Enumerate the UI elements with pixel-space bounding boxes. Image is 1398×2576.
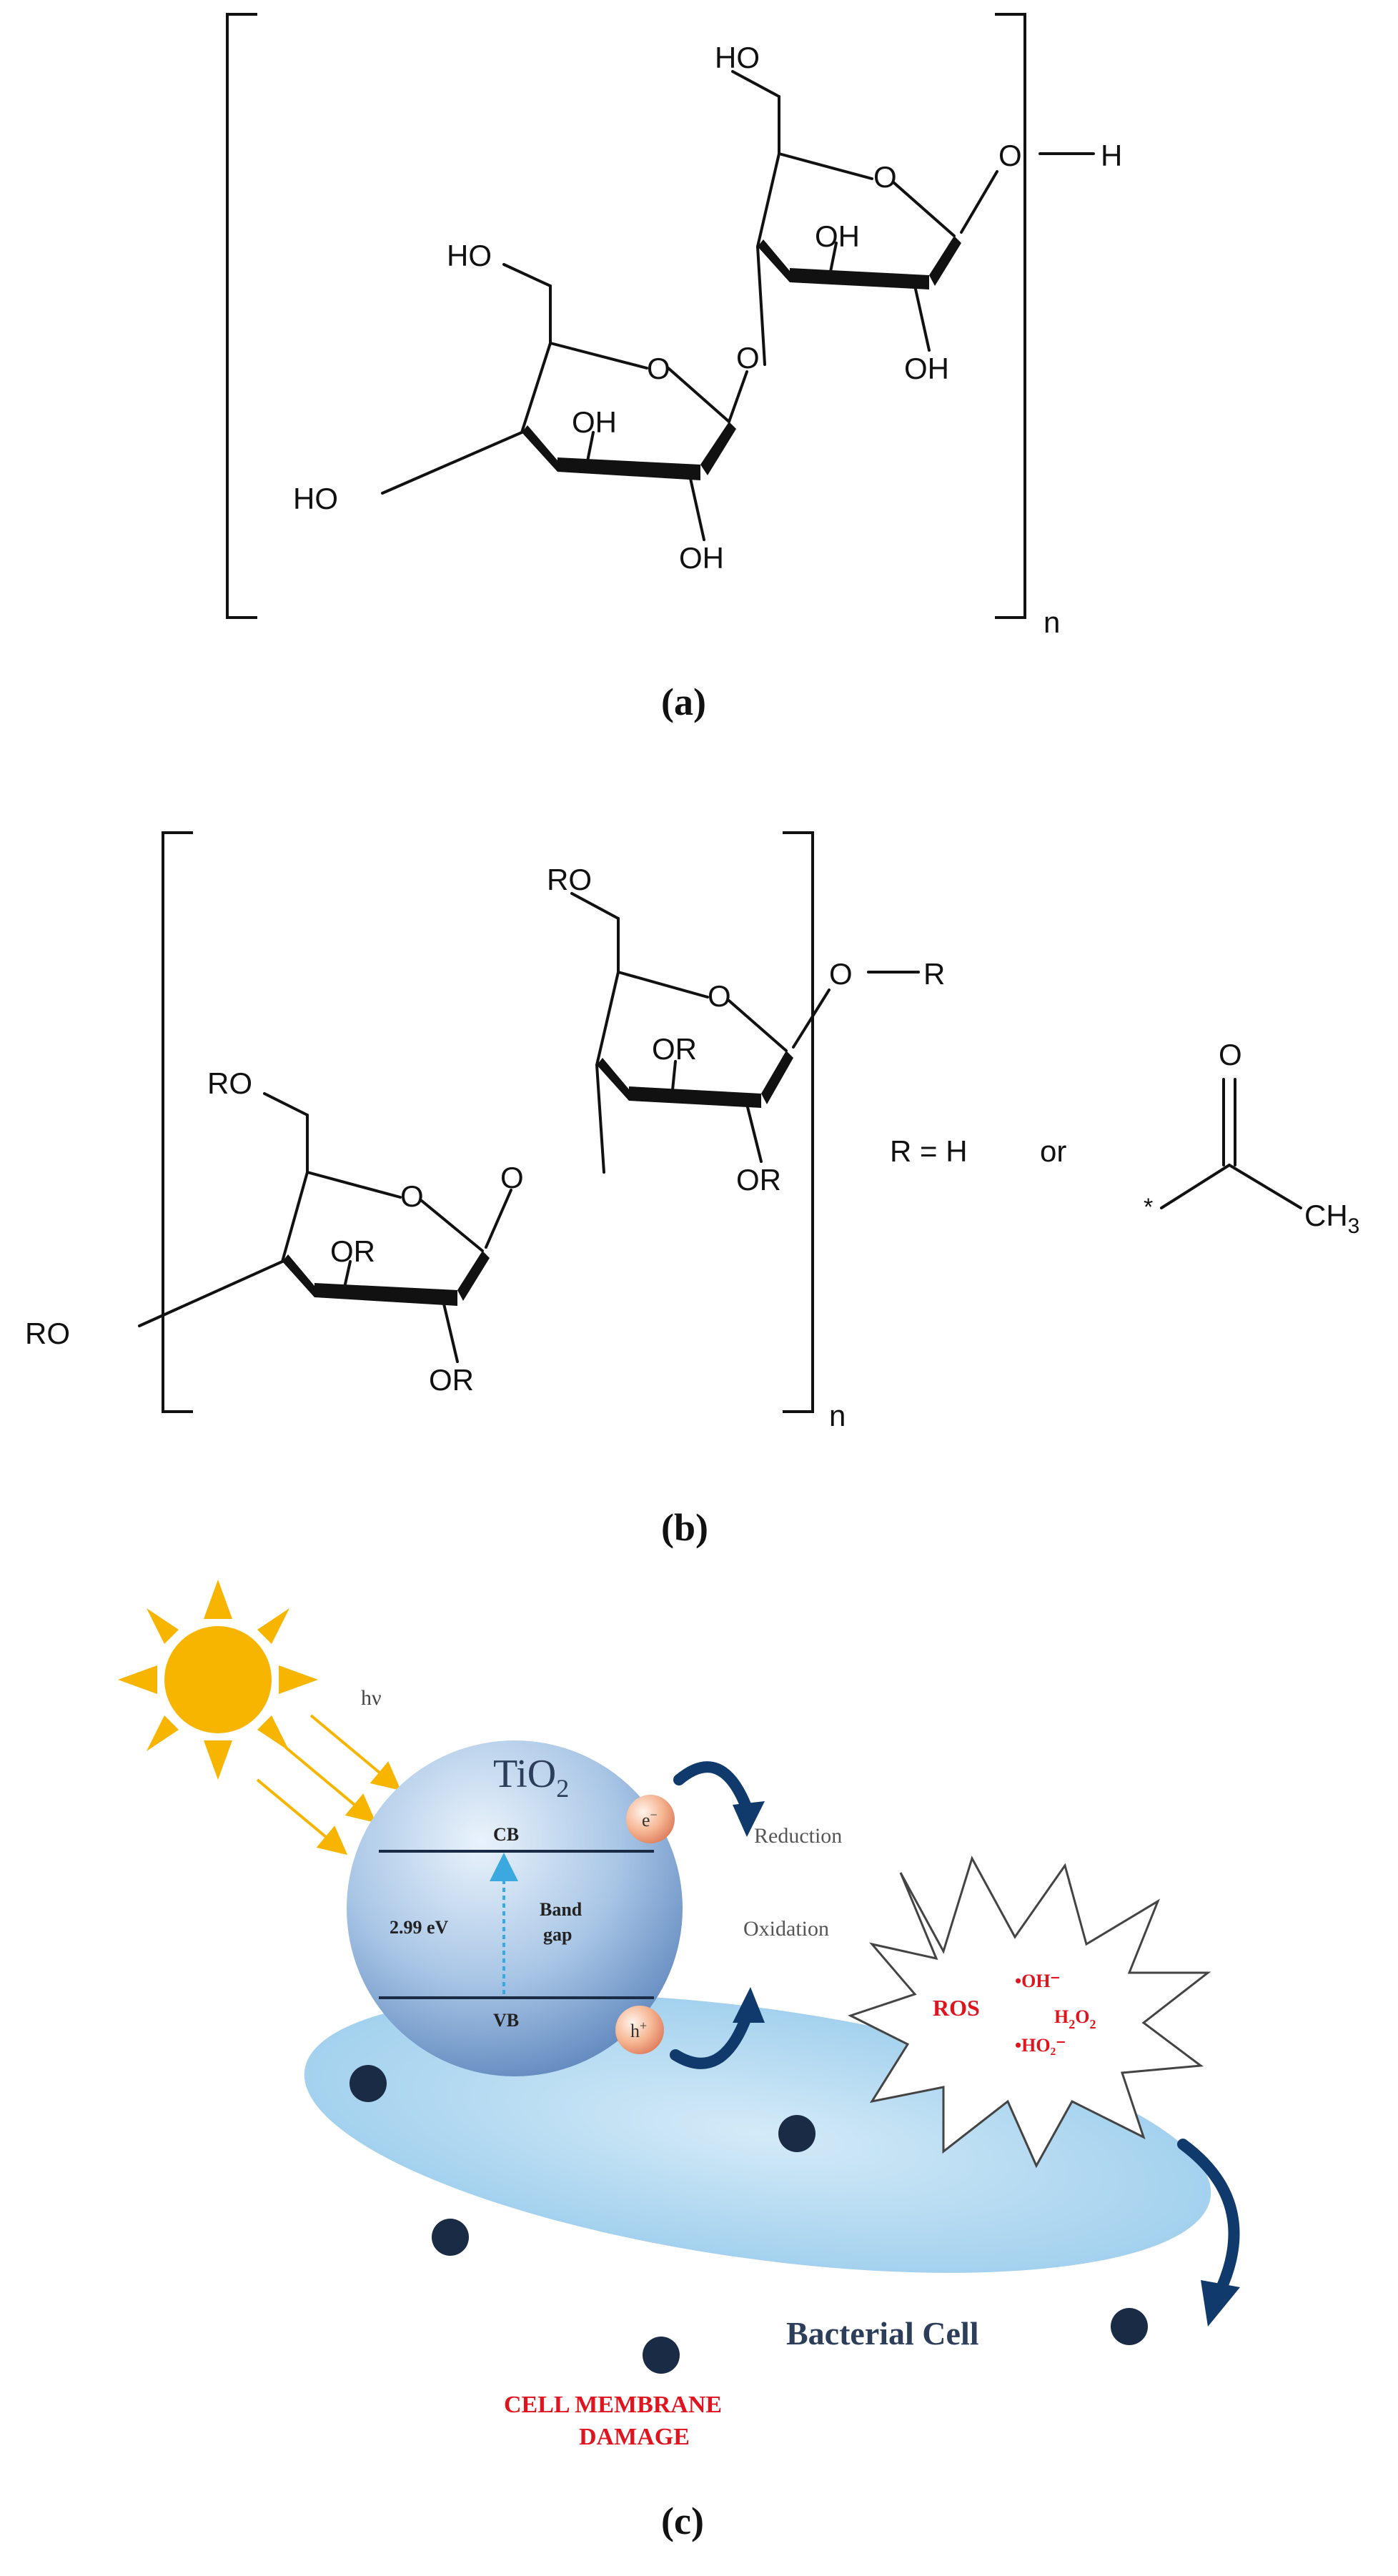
label-hole: h+: [630, 2018, 647, 2041]
tio2-particle: [347, 1740, 683, 2076]
label-band: Band: [540, 1899, 582, 1920]
acetyl-group: [1160, 1078, 1302, 1209]
top-ring-b: [570, 892, 920, 1174]
electron-particle: [626, 1795, 675, 1843]
label-o-link-b: O: [829, 957, 853, 991]
label-oh-radical: •OH⁻: [1015, 1971, 1060, 1991]
label-electron: e−: [642, 1808, 658, 1831]
oxidation-arrow: [670, 2010, 753, 2069]
top-glucose-ring: [731, 70, 1095, 366]
label-o-glyco: O: [736, 341, 760, 375]
label-o-ring-top-b: O: [708, 979, 731, 1013]
label-ho-far: HO: [293, 482, 338, 515]
label-damage-line2: DAMAGE: [579, 2424, 690, 2450]
left-glucose-ring: [381, 263, 748, 541]
label-o-ring-left-b: O: [400, 1179, 424, 1213]
left-bracket: [226, 13, 257, 619]
label-or-1: OR: [652, 1032, 697, 1066]
damage-spots: [350, 2065, 1148, 2374]
label-ro-top: RO: [547, 863, 592, 896]
light-rays: [256, 1714, 402, 1856]
label-cb: CB: [493, 1824, 519, 1845]
label-r-def: R = H: [890, 1134, 968, 1168]
label-ho-left: HO: [447, 239, 492, 272]
ros-starburst: [848, 1856, 1211, 2169]
panel-b-acetylated-structure: RO O O R OR OR RO O O RO OR OR n R = H o…: [25, 831, 1359, 1549]
label-o-ring-left: O: [647, 352, 670, 385]
reduction-arrowhead: [733, 1801, 765, 1837]
label-or-4: OR: [429, 1363, 474, 1397]
label-ros: ROS: [933, 1995, 980, 2021]
label-or-word: or: [1040, 1134, 1066, 1168]
reduction-arrow: [673, 1761, 753, 1814]
label-reduction: Reduction: [754, 1824, 842, 1848]
label-star: *: [1144, 1194, 1153, 1221]
label-ch3: CH3: [1304, 1199, 1359, 1238]
label-h-end: H: [1101, 139, 1122, 172]
label-gap-value: 2.99 eV: [390, 1917, 449, 1938]
label-h2o2: H2O2: [1054, 2006, 1096, 2031]
label-oh-4: OH: [679, 541, 724, 575]
label-o-ring-top: O: [873, 160, 897, 194]
label-or-3: OR: [330, 1234, 375, 1268]
caption-c: (c): [661, 2500, 704, 2542]
left-ring-b: [138, 1092, 512, 1363]
label-ho2-radical: •HO₂⁻: [1015, 2035, 1066, 2056]
panel-a-cellulose-structure: HO O O H OH OH HO O O HO OH OH n (a): [226, 13, 1122, 723]
label-o-glyco-b: O: [500, 1161, 524, 1194]
label-oh-2: OH: [904, 352, 949, 385]
label-or-2: OR: [736, 1163, 781, 1197]
label-carbonyl-o: O: [1219, 1038, 1242, 1071]
label-gap: gap: [543, 1924, 572, 1945]
label-ro-far: RO: [25, 1317, 70, 1350]
left-bracket-b: [162, 831, 193, 1413]
right-bracket-b: [783, 831, 814, 1413]
hole-particle: [615, 2006, 664, 2054]
caption-a: (a): [661, 680, 706, 723]
label-ho-top: HO: [715, 41, 760, 74]
label-tio2: TiO2: [493, 1752, 569, 1803]
label-oh-3: OH: [572, 405, 617, 439]
right-bracket: [995, 13, 1026, 619]
label-vb: VB: [493, 2010, 519, 2031]
panel-c-photocatalysis-diagram: hν TiO2 CB VB 2.99 eV Band gap e− h+ Red…: [118, 1580, 1240, 2542]
caption-b: (b): [661, 1506, 708, 1549]
oxidation-arrowhead: [733, 1987, 765, 2023]
sun-icon: [118, 1580, 318, 1780]
label-n-b: n: [829, 1399, 846, 1432]
label-o-link: O: [998, 139, 1022, 172]
label-bacterial-cell: Bacterial Cell: [786, 2315, 979, 2352]
ros-to-cell-arrowhead: [1201, 2280, 1240, 2327]
label-n: n: [1043, 605, 1060, 639]
ros-to-cell-arrow: [1177, 2139, 1240, 2307]
label-oh-1: OH: [815, 219, 860, 253]
label-r-end: R: [923, 957, 945, 991]
label-damage-line1: CELL MEMBRANE: [504, 2392, 722, 2418]
label-ro-left: RO: [207, 1066, 252, 1100]
label-hv: hν: [361, 1686, 382, 1710]
label-oxidation: Oxidation: [743, 1917, 829, 1941]
